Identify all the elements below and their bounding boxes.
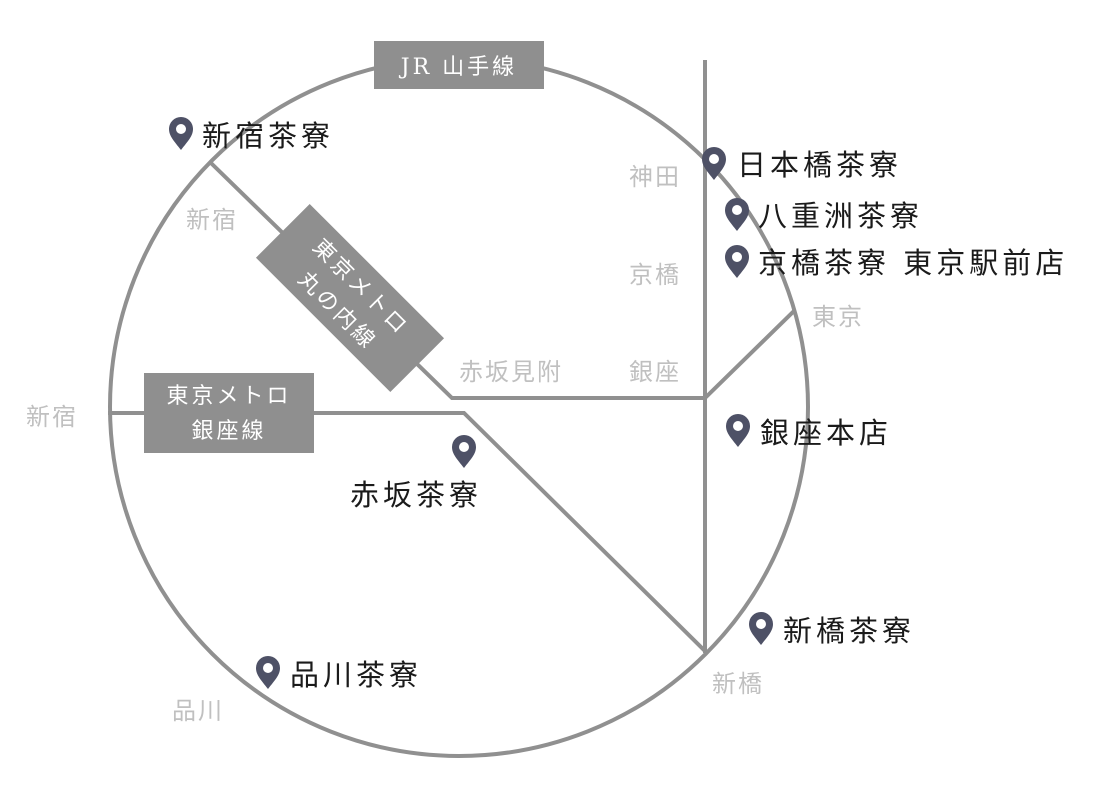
map-pin-icon xyxy=(452,435,476,468)
shop-ginza-honten[interactable]: 銀座本店 xyxy=(726,414,892,450)
station-kanda: 神田 xyxy=(629,163,681,191)
station-shinbashi: 新橋 xyxy=(712,670,764,698)
map-pin-icon xyxy=(725,198,749,231)
shop-name: 八重洲茶寮 xyxy=(758,199,923,233)
ginza-line-badge: 東京メトロ 銀座線 xyxy=(144,373,314,453)
map-pin-icon xyxy=(256,656,280,689)
shop-kyobashi-tokyo-ekimae[interactable]: 京橋茶寮 東京駅前店 xyxy=(725,245,1068,280)
shop-shinagawa[interactable]: 品川茶寮 xyxy=(256,656,422,692)
station-tokyo: 東京 xyxy=(812,303,864,331)
station-shinjuku-upper: 新宿 xyxy=(186,206,238,234)
ginza-line-label-line2: 銀座線 xyxy=(191,419,266,444)
shop-akasaka[interactable]: 赤坂茶寮 xyxy=(350,435,482,512)
map-pin-icon xyxy=(702,147,726,180)
map-pin-icon xyxy=(749,612,773,645)
shop-name: 新橋茶寮 xyxy=(783,614,915,648)
station-shinjuku-left: 新宿 xyxy=(26,403,78,431)
shop-name: 新宿茶寮 xyxy=(202,119,334,153)
shop-shinbashi[interactable]: 新橋茶寮 xyxy=(749,612,915,648)
map-pin-icon xyxy=(169,117,193,150)
station-ginza: 銀座 xyxy=(629,358,681,386)
shop-name: 銀座本店 xyxy=(760,416,892,450)
shop-name: 日本橋茶寮 xyxy=(737,148,902,182)
yamanote-label: JR 山手線 xyxy=(399,55,517,80)
shop-name: 京橋茶寮 東京駅前店 xyxy=(758,246,1068,280)
map-pin-icon xyxy=(725,245,749,278)
shop-yaesu[interactable]: 八重洲茶寮 xyxy=(725,198,923,233)
shop-name: 赤坂茶寮 xyxy=(350,478,482,512)
ginza-line-label-line1: 東京メトロ xyxy=(166,384,291,409)
shop-nihonbashi[interactable]: 日本橋茶寮 xyxy=(702,147,902,182)
shop-name: 品川茶寮 xyxy=(290,658,422,692)
station-shinagawa: 品川 xyxy=(172,697,224,725)
map-pin-icon xyxy=(726,414,750,447)
station-kyobashi: 京橋 xyxy=(629,261,681,289)
shop-shinjuku[interactable]: 新宿茶寮 xyxy=(169,117,334,153)
station-akasaka-mitsuke: 赤坂見附 xyxy=(459,358,563,386)
yamanote-badge: JR 山手線 xyxy=(374,41,544,89)
marunouchi-badge: 東京メトロ 丸の内線 xyxy=(255,203,445,393)
